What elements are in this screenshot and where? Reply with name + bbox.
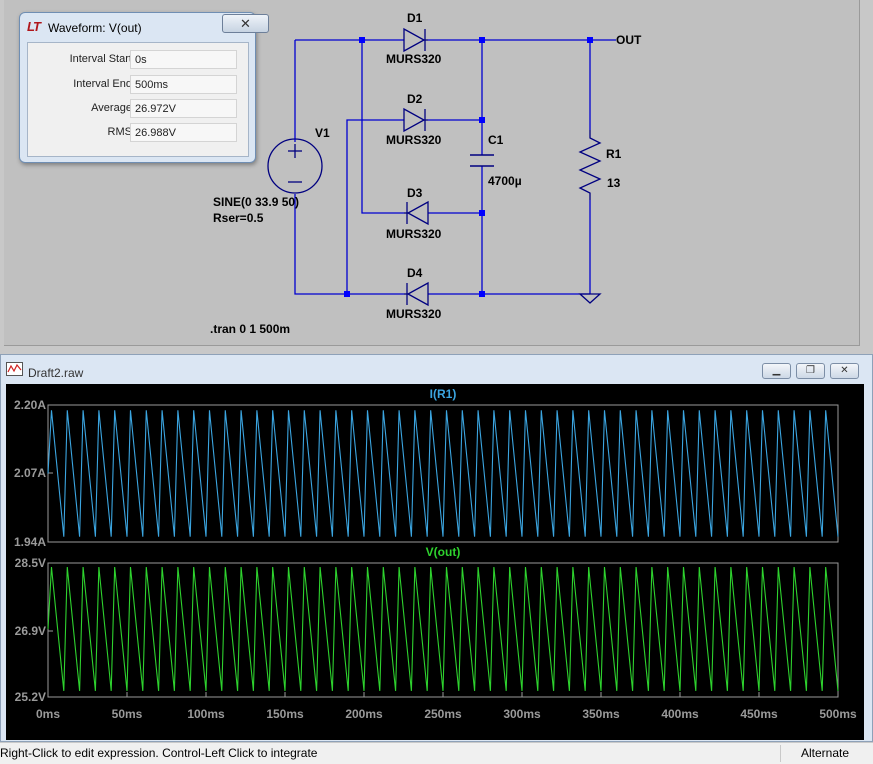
trace-label[interactable]: I(R1): [430, 387, 457, 401]
diode-d4[interactable]: [404, 281, 429, 307]
interval-start-row: Interval Start: 0s: [28, 50, 248, 70]
d2-name: D2: [407, 92, 423, 106]
wires[interactable]: [294, 39, 616, 295]
restore-icon: ❐: [806, 365, 815, 376]
x-axis: 0ms 50ms 100ms 150ms 200ms 250ms 300ms 350ms 400…: [36, 692, 857, 721]
waveform-chart-svg[interactable]: I(R1) 2.20A 2.07A 1.94A V(out) 28.5V 26.9V 25.2…: [6, 384, 864, 740]
x-tick-label: 500ms: [819, 707, 857, 721]
interval-start-label: Interval Start:: [69, 53, 135, 65]
x-tick-label: 50ms: [112, 707, 143, 721]
resistor-r1[interactable]: [578, 130, 602, 200]
waveform-plot-area[interactable]: I(R1) 2.20A 2.07A 1.94A V(out) 28.5V 26.9V 25.2…: [6, 384, 864, 740]
restore-button[interactable]: ❐: [796, 363, 825, 379]
status-separator: [780, 745, 781, 762]
y-tick-label: 1.94A: [14, 535, 46, 549]
close-icon: ✕: [240, 16, 251, 31]
interval-start-field[interactable]: 0s: [130, 50, 237, 69]
d2-model: MURS320: [386, 133, 442, 147]
x-tick-label: 250ms: [424, 707, 462, 721]
minimize-icon: ▁: [772, 365, 781, 376]
interval-end-row: Interval End: 500ms: [28, 75, 248, 95]
rms-label: RMS:: [107, 126, 136, 138]
junction-dots: [344, 37, 593, 297]
average-label: Average:: [91, 102, 135, 114]
status-mode: Alternate: [800, 746, 849, 760]
x-tick-label: 300ms: [503, 707, 541, 721]
v1-value: SINE(0 33.9 50): [213, 195, 299, 209]
status-bar: Right-Click to edit expression. Control-…: [0, 742, 873, 764]
diode-d3[interactable]: [404, 200, 429, 226]
dialog-close-button[interactable]: ✕: [222, 14, 269, 33]
minimize-button[interactable]: ▁: [762, 363, 791, 379]
trace-label[interactable]: V(out): [426, 545, 461, 559]
interval-end-label: Interval End:: [73, 78, 135, 90]
d3-name: D3: [407, 186, 423, 200]
v1-name: V1: [315, 126, 330, 140]
ground-icon: [578, 293, 602, 304]
c1-value: 4700µ: [488, 174, 522, 188]
dialog-body: Interval Start: 0s Interval End: 500ms A…: [27, 42, 249, 157]
rms-field[interactable]: 26.988V: [130, 123, 237, 142]
plot-pane-1[interactable]: I(R1) 2.20A 2.07A 1.94A: [14, 387, 839, 549]
d3-model: MURS320: [386, 227, 442, 241]
diodes[interactable]: [403, 27, 429, 307]
waveform-plot-icon: [6, 362, 23, 376]
waveform-dialog[interactable]: LT Waveform: V(out) ✕ Interval Start: 0s…: [19, 12, 269, 163]
y-tick-label: 2.07A: [14, 466, 46, 480]
plot-titlebar[interactable]: Draft2.raw ▁ ❐ ✕: [1, 355, 872, 381]
plot-pane-2[interactable]: V(out) 28.5V 26.9V 25.2V: [15, 545, 839, 704]
d4-name: D4: [407, 266, 423, 280]
average-field[interactable]: 26.972V: [130, 99, 237, 118]
net-label-out[interactable]: OUT: [616, 33, 642, 47]
x-tick-label: 200ms: [345, 707, 383, 721]
spice-directive[interactable]: .tran 0 1 500m: [210, 322, 290, 336]
status-message: Right-Click to edit expression. Control-…: [0, 746, 318, 760]
d4-model: MURS320: [386, 307, 442, 321]
interval-end-field[interactable]: 500ms: [130, 75, 237, 94]
voltage-source-v1[interactable]: [267, 138, 323, 194]
v1-rser: Rser=0.5: [213, 211, 264, 225]
y-tick-label: 2.20A: [14, 398, 46, 412]
y-tick-label: 28.5V: [15, 556, 46, 570]
d1-name: D1: [407, 11, 423, 25]
x-tick-label: 0ms: [36, 707, 60, 721]
d1-model: MURS320: [386, 52, 442, 66]
r1-value: 13: [607, 176, 621, 190]
c1-name: C1: [488, 133, 504, 147]
plot-window-title: Draft2.raw: [28, 366, 84, 380]
x-tick-label: 100ms: [187, 707, 225, 721]
x-tick-label: 450ms: [740, 707, 778, 721]
x-tick-label: 350ms: [582, 707, 620, 721]
x-tick-label: 150ms: [266, 707, 304, 721]
dialog-title: Waveform: V(out): [48, 21, 142, 35]
trace-ir1[interactable]: [47, 410, 839, 537]
diode-d2[interactable]: [403, 107, 428, 133]
rms-row: RMS: 26.988V: [28, 123, 248, 143]
close-button[interactable]: ✕: [830, 363, 859, 379]
trace-vout[interactable]: [47, 567, 839, 691]
y-tick-label: 26.9V: [15, 624, 46, 638]
schematic-drawing[interactable]: D1 MURS320 D2 MURS320 D3 MURS320 D4 MURS…: [4, 0, 860, 346]
dialog-titlebar[interactable]: LT Waveform: V(out) ✕: [20, 13, 269, 41]
close-icon: ✕: [840, 365, 849, 376]
x-tick-label: 400ms: [661, 707, 699, 721]
ltspice-logo-icon: LT: [27, 19, 41, 34]
y-tick-label: 25.2V: [15, 690, 46, 704]
r1-name: R1: [606, 147, 622, 161]
diode-d1[interactable]: [403, 27, 428, 53]
average-row: Average: 26.972V: [28, 99, 248, 119]
capacitor-c1[interactable]: [470, 154, 494, 167]
